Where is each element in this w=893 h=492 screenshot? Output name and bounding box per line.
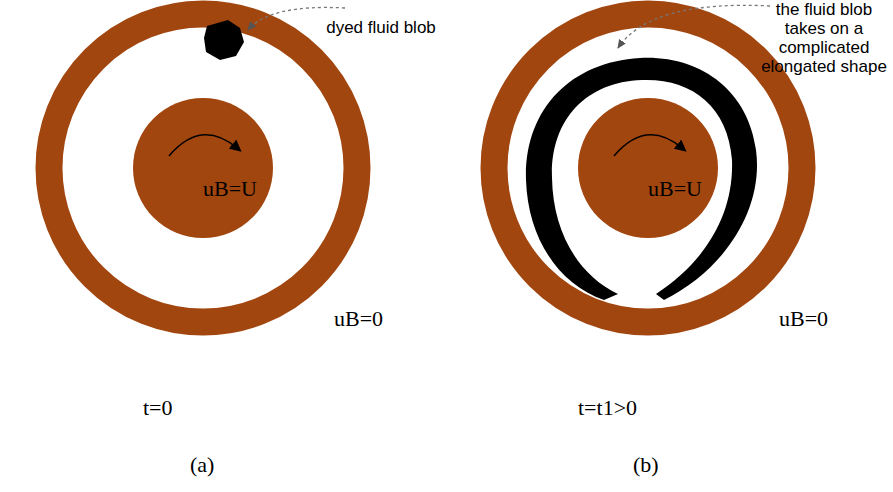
fluid-blob (204, 20, 244, 60)
panel-label: (b) (633, 452, 659, 478)
boundary-velocity: uB=0 (334, 306, 383, 332)
time-label: t=t1>0 (578, 395, 637, 421)
cylinder-shape (578, 98, 718, 238)
time-label: t=0 (143, 395, 173, 421)
boundary-velocity: uB=0 (779, 306, 828, 332)
boundary-velocity: uB=U (203, 176, 257, 202)
cylinder-shape (133, 98, 273, 238)
outer-cylinder (49, 14, 357, 322)
panel-label: (a) (190, 452, 214, 478)
callout-text: the fluid blob takes on a complicated el… (758, 0, 890, 76)
rotating-cylinder: uB=U (578, 98, 718, 238)
boundary-velocity: uB=U (648, 176, 702, 202)
leader-line (618, 5, 770, 48)
fluid-blob-stretched (526, 58, 757, 300)
callout-text: dyed fluid blob (325, 18, 437, 37)
rotating-cylinder: uB=U (133, 98, 273, 238)
outer-cylinder (494, 14, 802, 322)
